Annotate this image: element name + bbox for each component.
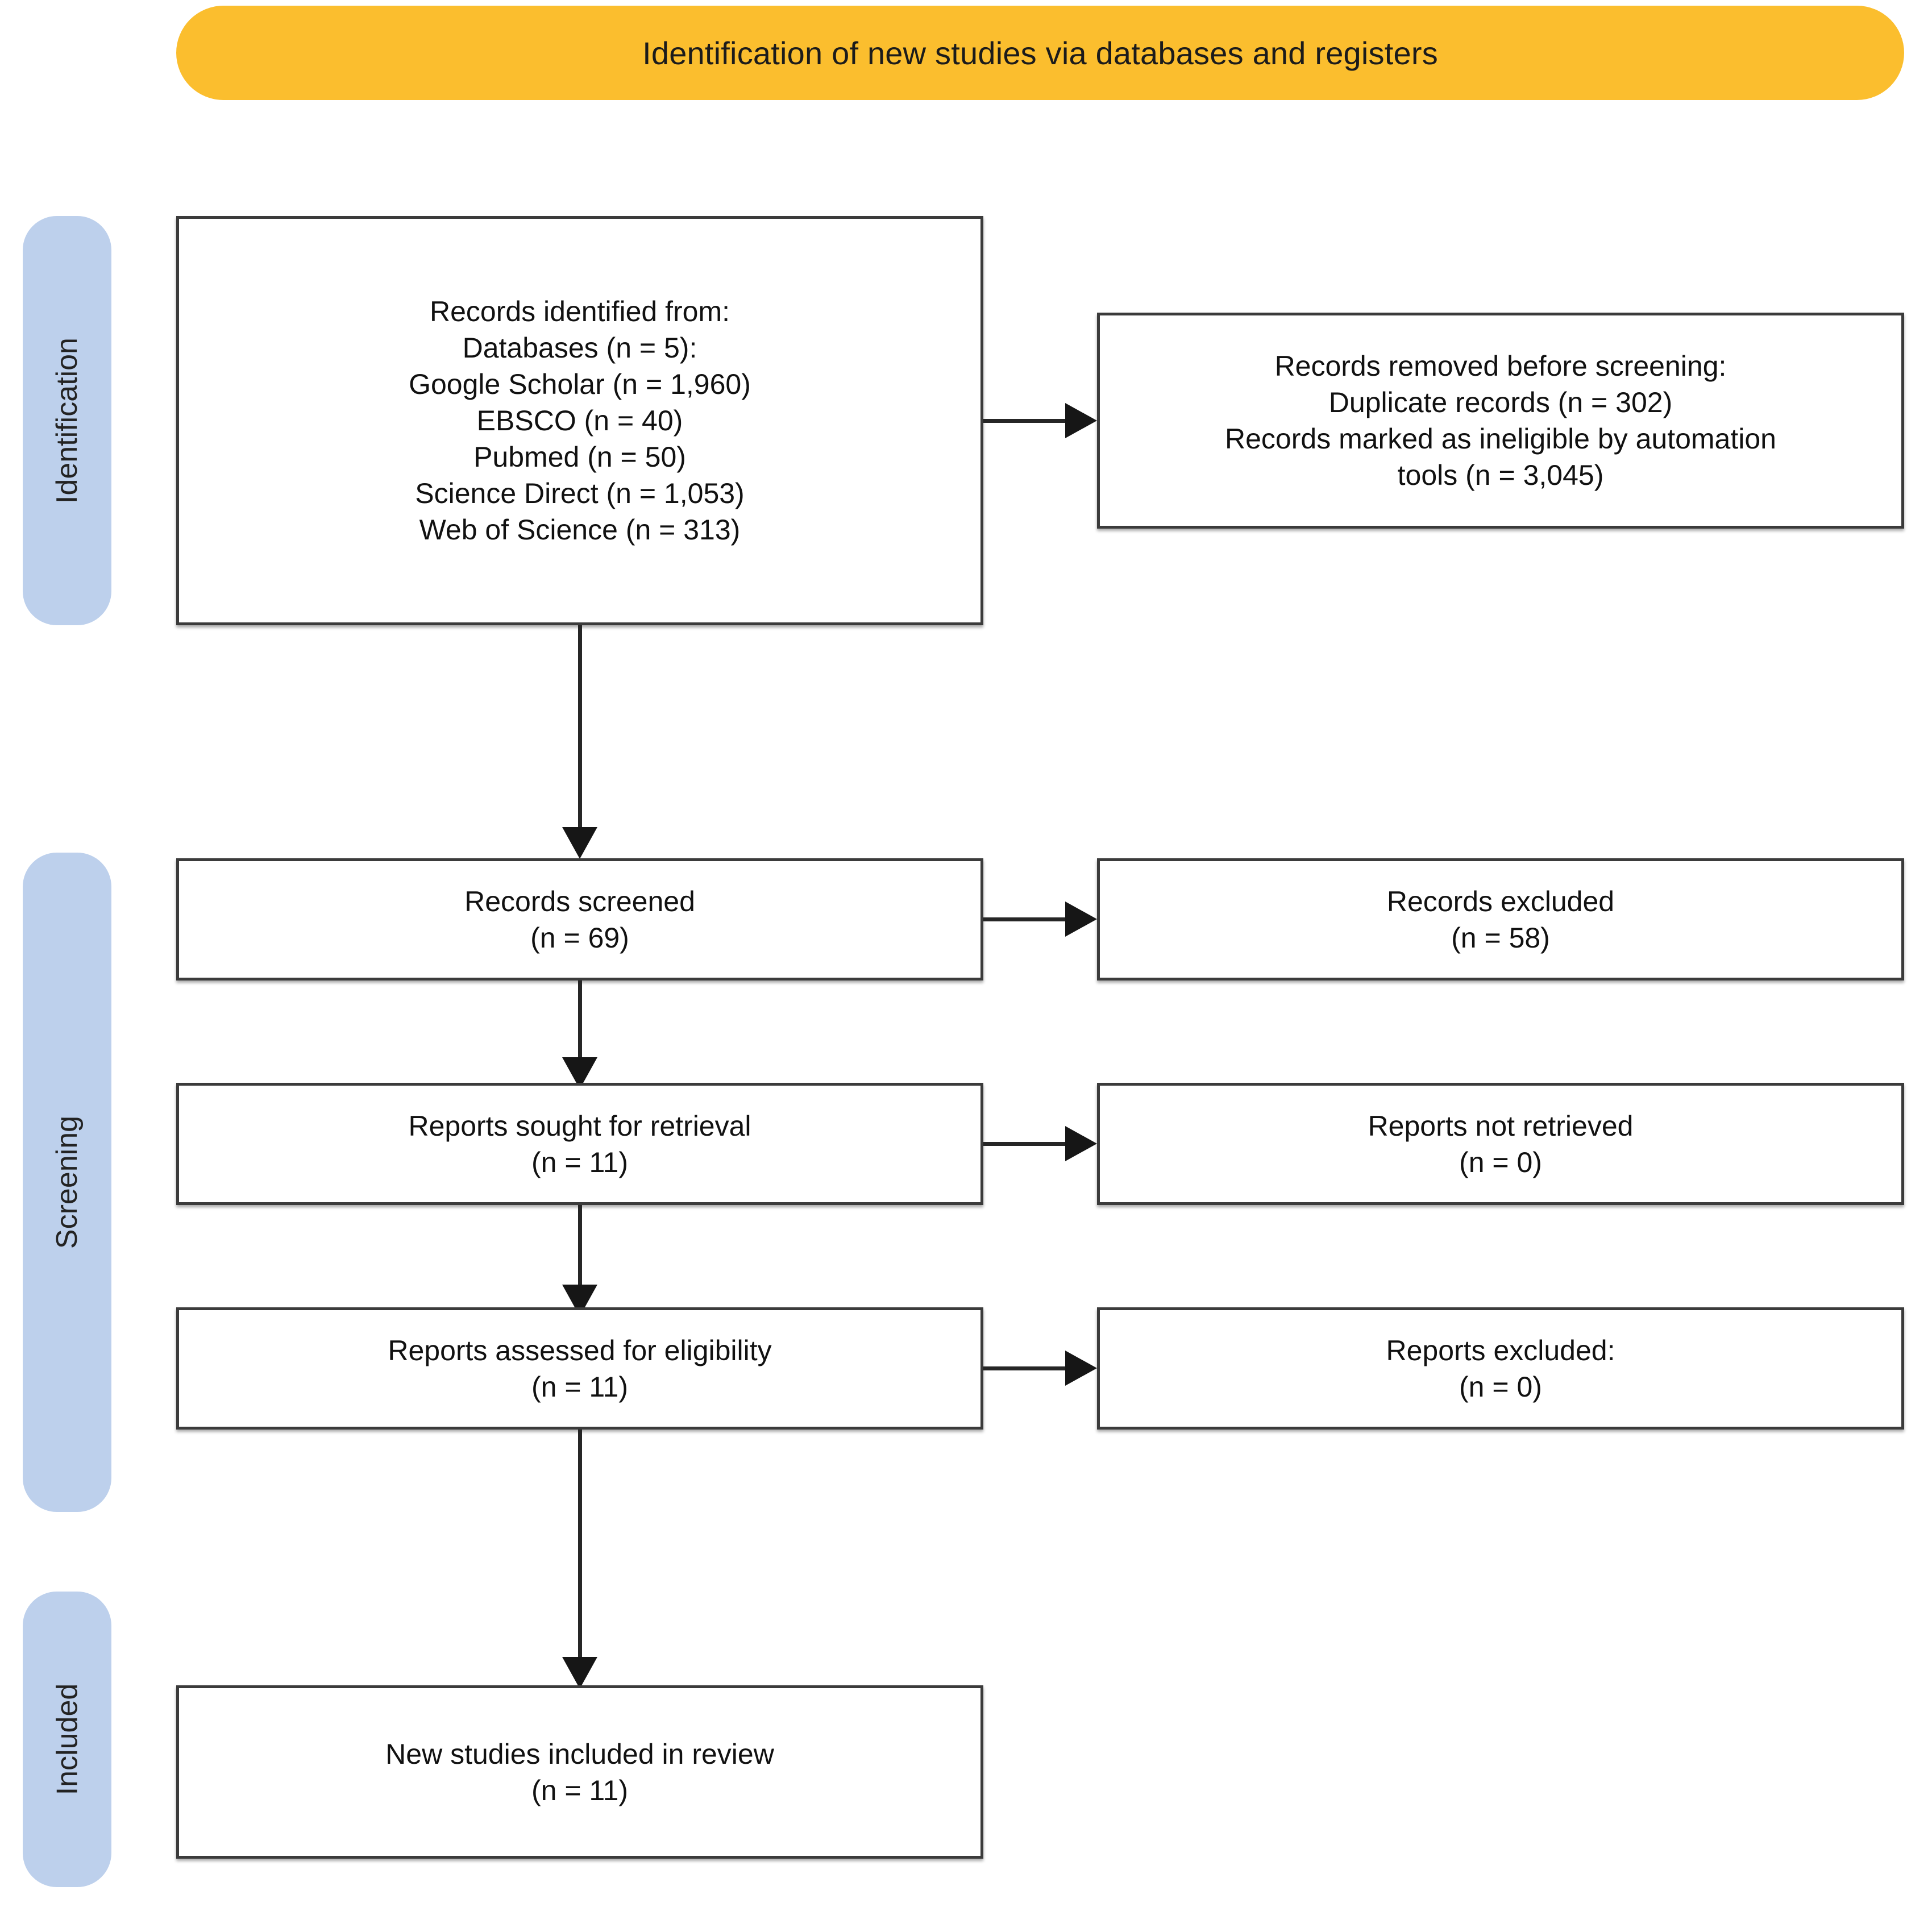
connector-sought-to-not-retrieved <box>983 1142 1069 1146</box>
node-new-studies-included-text: New studies included in review (n = 11) <box>385 1738 774 1806</box>
arrowhead-assessed-to-included <box>562 1657 597 1689</box>
node-reports-excluded: Reports excluded: (n = 0) <box>1097 1307 1904 1430</box>
diagram-title: Identification of new studies via databa… <box>642 35 1438 71</box>
node-reports-not-retrieved-text: Reports not retrieved (n = 0) <box>1368 1110 1634 1178</box>
connector-sought-to-assessed <box>578 1205 582 1296</box>
arrowhead-assessed-to-excluded <box>1065 1351 1097 1386</box>
stage-label-screening: Screening <box>51 1115 84 1249</box>
node-reports-assessed: Reports assessed for eligibility (n = 11… <box>176 1307 983 1430</box>
node-records-excluded-text: Records excluded (n = 58) <box>1386 885 1615 954</box>
connector-identified-to-screened <box>578 625 582 838</box>
arrowhead-identified-to-screened <box>562 827 597 859</box>
node-records-screened-text: Records screened (n = 69) <box>464 885 695 954</box>
stage-pill-screening: Screening <box>23 853 111 1512</box>
arrowhead-screened-to-excluded <box>1065 901 1097 937</box>
node-reports-sought: Reports sought for retrieval (n = 11) <box>176 1083 983 1205</box>
stage-pill-included: Included <box>23 1592 111 1887</box>
node-records-removed: Records removed before screening: Duplic… <box>1097 313 1904 529</box>
arrowhead-identified-to-removed <box>1065 403 1097 438</box>
node-records-identified-text: Records identified from: Databases (n = … <box>409 296 751 546</box>
connector-identified-to-removed <box>983 419 1069 423</box>
node-records-excluded: Records excluded (n = 58) <box>1097 858 1904 980</box>
diagram-header-banner: Identification of new studies via databa… <box>176 6 1904 100</box>
node-new-studies-included: New studies included in review (n = 11) <box>176 1685 983 1859</box>
stage-label-included: Included <box>51 1683 84 1796</box>
node-reports-sought-text: Reports sought for retrieval (n = 11) <box>408 1110 751 1178</box>
arrowhead-sought-to-not-retrieved <box>1065 1126 1097 1161</box>
node-reports-excluded-text: Reports excluded: (n = 0) <box>1386 1334 1615 1403</box>
node-records-screened: Records screened (n = 69) <box>176 858 983 980</box>
node-reports-not-retrieved: Reports not retrieved (n = 0) <box>1097 1083 1904 1205</box>
connector-assessed-to-included <box>578 1430 582 1668</box>
connector-screened-to-sought <box>578 980 582 1069</box>
node-records-identified: Records identified from: Databases (n = … <box>176 216 983 625</box>
stage-pill-identification: Identification <box>23 216 111 625</box>
node-reports-assessed-text: Reports assessed for eligibility (n = 11… <box>388 1334 772 1403</box>
connector-screened-to-excluded <box>983 917 1069 921</box>
node-records-removed-text: Records removed before screening: Duplic… <box>1225 350 1776 491</box>
connector-assessed-to-excluded <box>983 1366 1069 1370</box>
stage-label-identification: Identification <box>51 338 84 504</box>
